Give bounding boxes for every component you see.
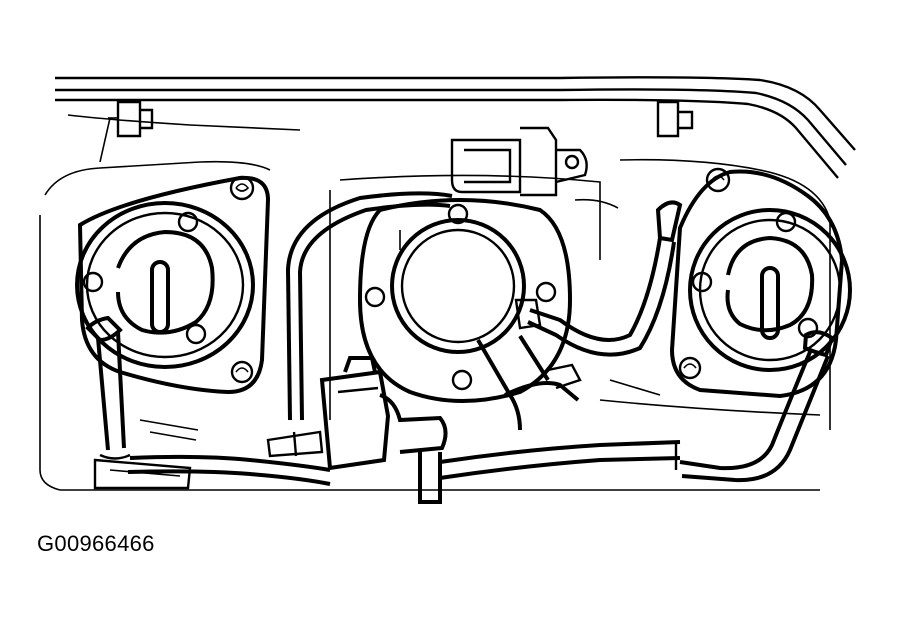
center-tube <box>476 334 582 431</box>
left-hose <box>85 315 131 460</box>
top-bracket-right <box>656 100 694 138</box>
detail-lines <box>139 198 661 441</box>
right-hose <box>674 330 835 483</box>
figure-id-label: G00966466 <box>37 531 155 556</box>
top-sensor-connector <box>450 126 588 197</box>
vacuum-line-left <box>285 191 453 421</box>
vacuum-line-upper <box>514 200 683 357</box>
left-mount <box>75 175 271 395</box>
center-flange <box>357 198 573 403</box>
housing-outline <box>39 76 856 491</box>
solenoid-valve <box>266 356 448 504</box>
top-bracket-left <box>108 100 154 138</box>
right-mount <box>669 167 852 399</box>
lower-tubes <box>93 440 681 490</box>
